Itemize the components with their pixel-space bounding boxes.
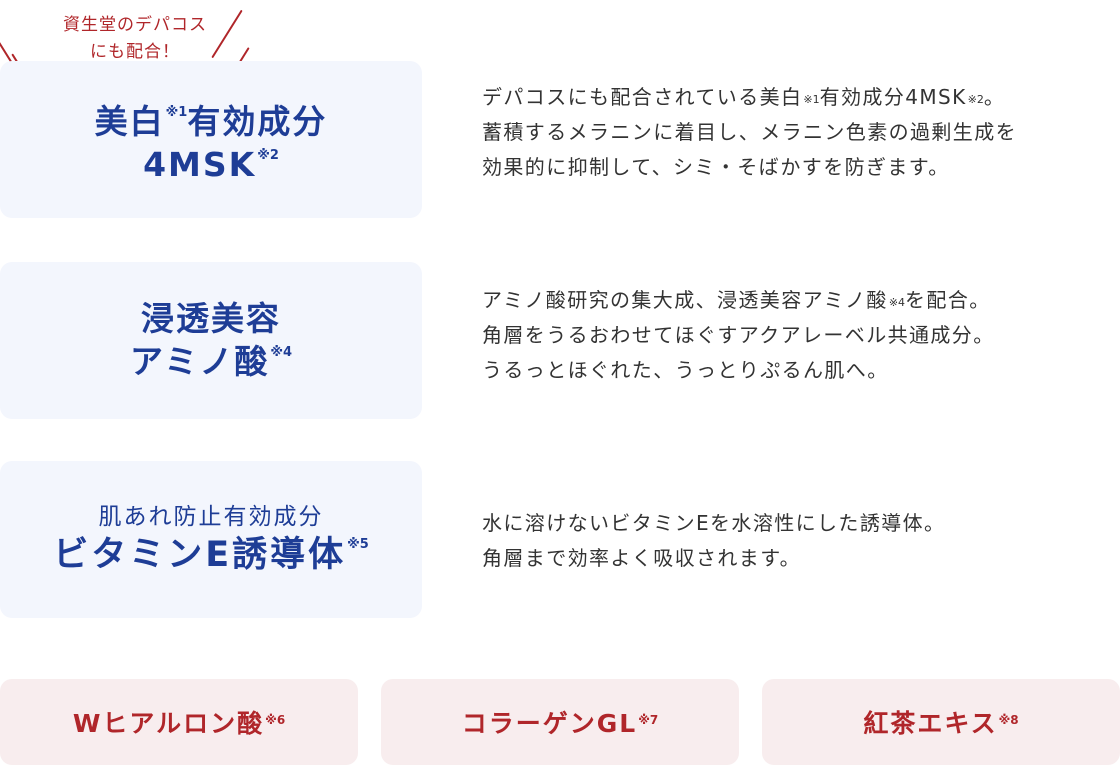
description-line: デパコスにも配合されている美白※1有効成分4MSK※2。 — [482, 85, 1006, 109]
ingredient-title-line: ビタミンE誘導体※5 — [53, 534, 369, 575]
footnote-mark: ※4 — [270, 344, 293, 360]
ingredient-card-4msk: 美白※1有効成分 4MSK※2 — [0, 61, 422, 218]
chip-w-hyaluronic-acid: Wヒアルロン酸※6 — [0, 679, 358, 765]
badge-text: 資生堂のデパコス にも配合！ — [20, 12, 250, 66]
description-line: 効果的に抑制して、シミ・そばかすを防ぎます。 — [482, 155, 950, 179]
footnote-mark: ※4 — [888, 296, 906, 309]
description-line: アミノ酸研究の集大成、浸透美容アミノ酸※4を配合。 — [482, 288, 991, 312]
description-line: 水に溶けないビタミンEを水溶性にした誘導体。 — [482, 511, 946, 535]
chip-black-tea-extract: 紅茶エキス※8 — [762, 679, 1120, 765]
ingredient-title-line: 浸透美容 — [141, 298, 281, 338]
ingredient-title-line: 美白※1有効成分 — [94, 101, 328, 141]
depacos-badge: 資生堂のデパコス にも配合！ — [0, 9, 250, 90]
badge-line-2: にも配合！ — [90, 42, 180, 62]
ingredient-description-4msk: デパコスにも配合されている美白※1有効成分4MSK※2。 蓄積するメラニンに着目… — [482, 80, 1112, 185]
description-line: 蓄積するメラニンに着目し、メラニン色素の過剰生成を — [482, 120, 1017, 144]
footnote-mark: ※2 — [257, 147, 279, 163]
footnote-mark: ※7 — [638, 713, 659, 727]
ingredient-card-vitamin-e: 肌あれ防止有効成分 ビタミンE誘導体※5 — [0, 461, 422, 618]
chip-collagen-gl: コラーゲンGL※7 — [381, 679, 739, 765]
ingredient-description-amino-acid: アミノ酸研究の集大成、浸透美容アミノ酸※4を配合。 角層をうるおわせてほぐすアク… — [482, 283, 1112, 388]
footnote-mark: ※8 — [998, 713, 1019, 727]
description-line: 角層をうるおわせてほぐすアクアレーベル共通成分。 — [482, 323, 995, 347]
footnote-mark: ※1 — [803, 93, 820, 106]
footnote-mark: ※2 — [967, 93, 984, 106]
description-line: うるっとほぐれた、うっとりぷるん肌へ。 — [482, 358, 889, 382]
footnote-mark: ※6 — [265, 713, 286, 727]
ingredient-title-line: アミノ酸※4 — [129, 341, 293, 381]
ingredient-title-line: 4MSK※2 — [143, 144, 279, 184]
ingredient-description-vitamin-e: 水に溶けないビタミンEを水溶性にした誘導体。 角層まで効率よく吸収されます。 — [482, 506, 1112, 576]
ingredient-card-amino-acid: 浸透美容 アミノ酸※4 — [0, 262, 422, 419]
badge-line-1: 資生堂のデパコス — [63, 15, 207, 35]
description-line: 角層まで効率よく吸収されます。 — [482, 546, 801, 570]
ingredient-title-sub: 肌あれ防止有効成分 — [98, 503, 324, 530]
footnote-mark: ※5 — [347, 536, 369, 552]
footnote-mark: ※1 — [165, 104, 188, 120]
